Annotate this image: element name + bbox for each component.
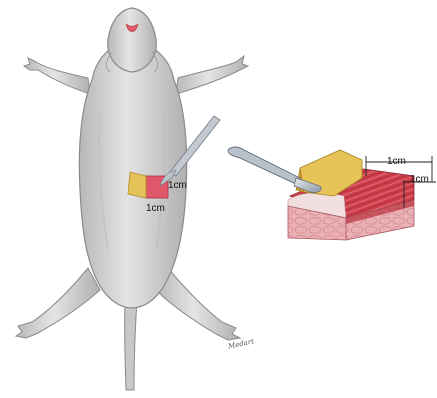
rat-excision-width-label: 1cm — [168, 180, 187, 192]
rat-body — [16, 8, 248, 390]
rat-excision-length-label: 1cm — [146, 203, 165, 215]
block-depth-label: 1cm — [410, 174, 429, 186]
block-width-label: 1cm — [387, 156, 406, 168]
skin-flap — [128, 172, 146, 198]
